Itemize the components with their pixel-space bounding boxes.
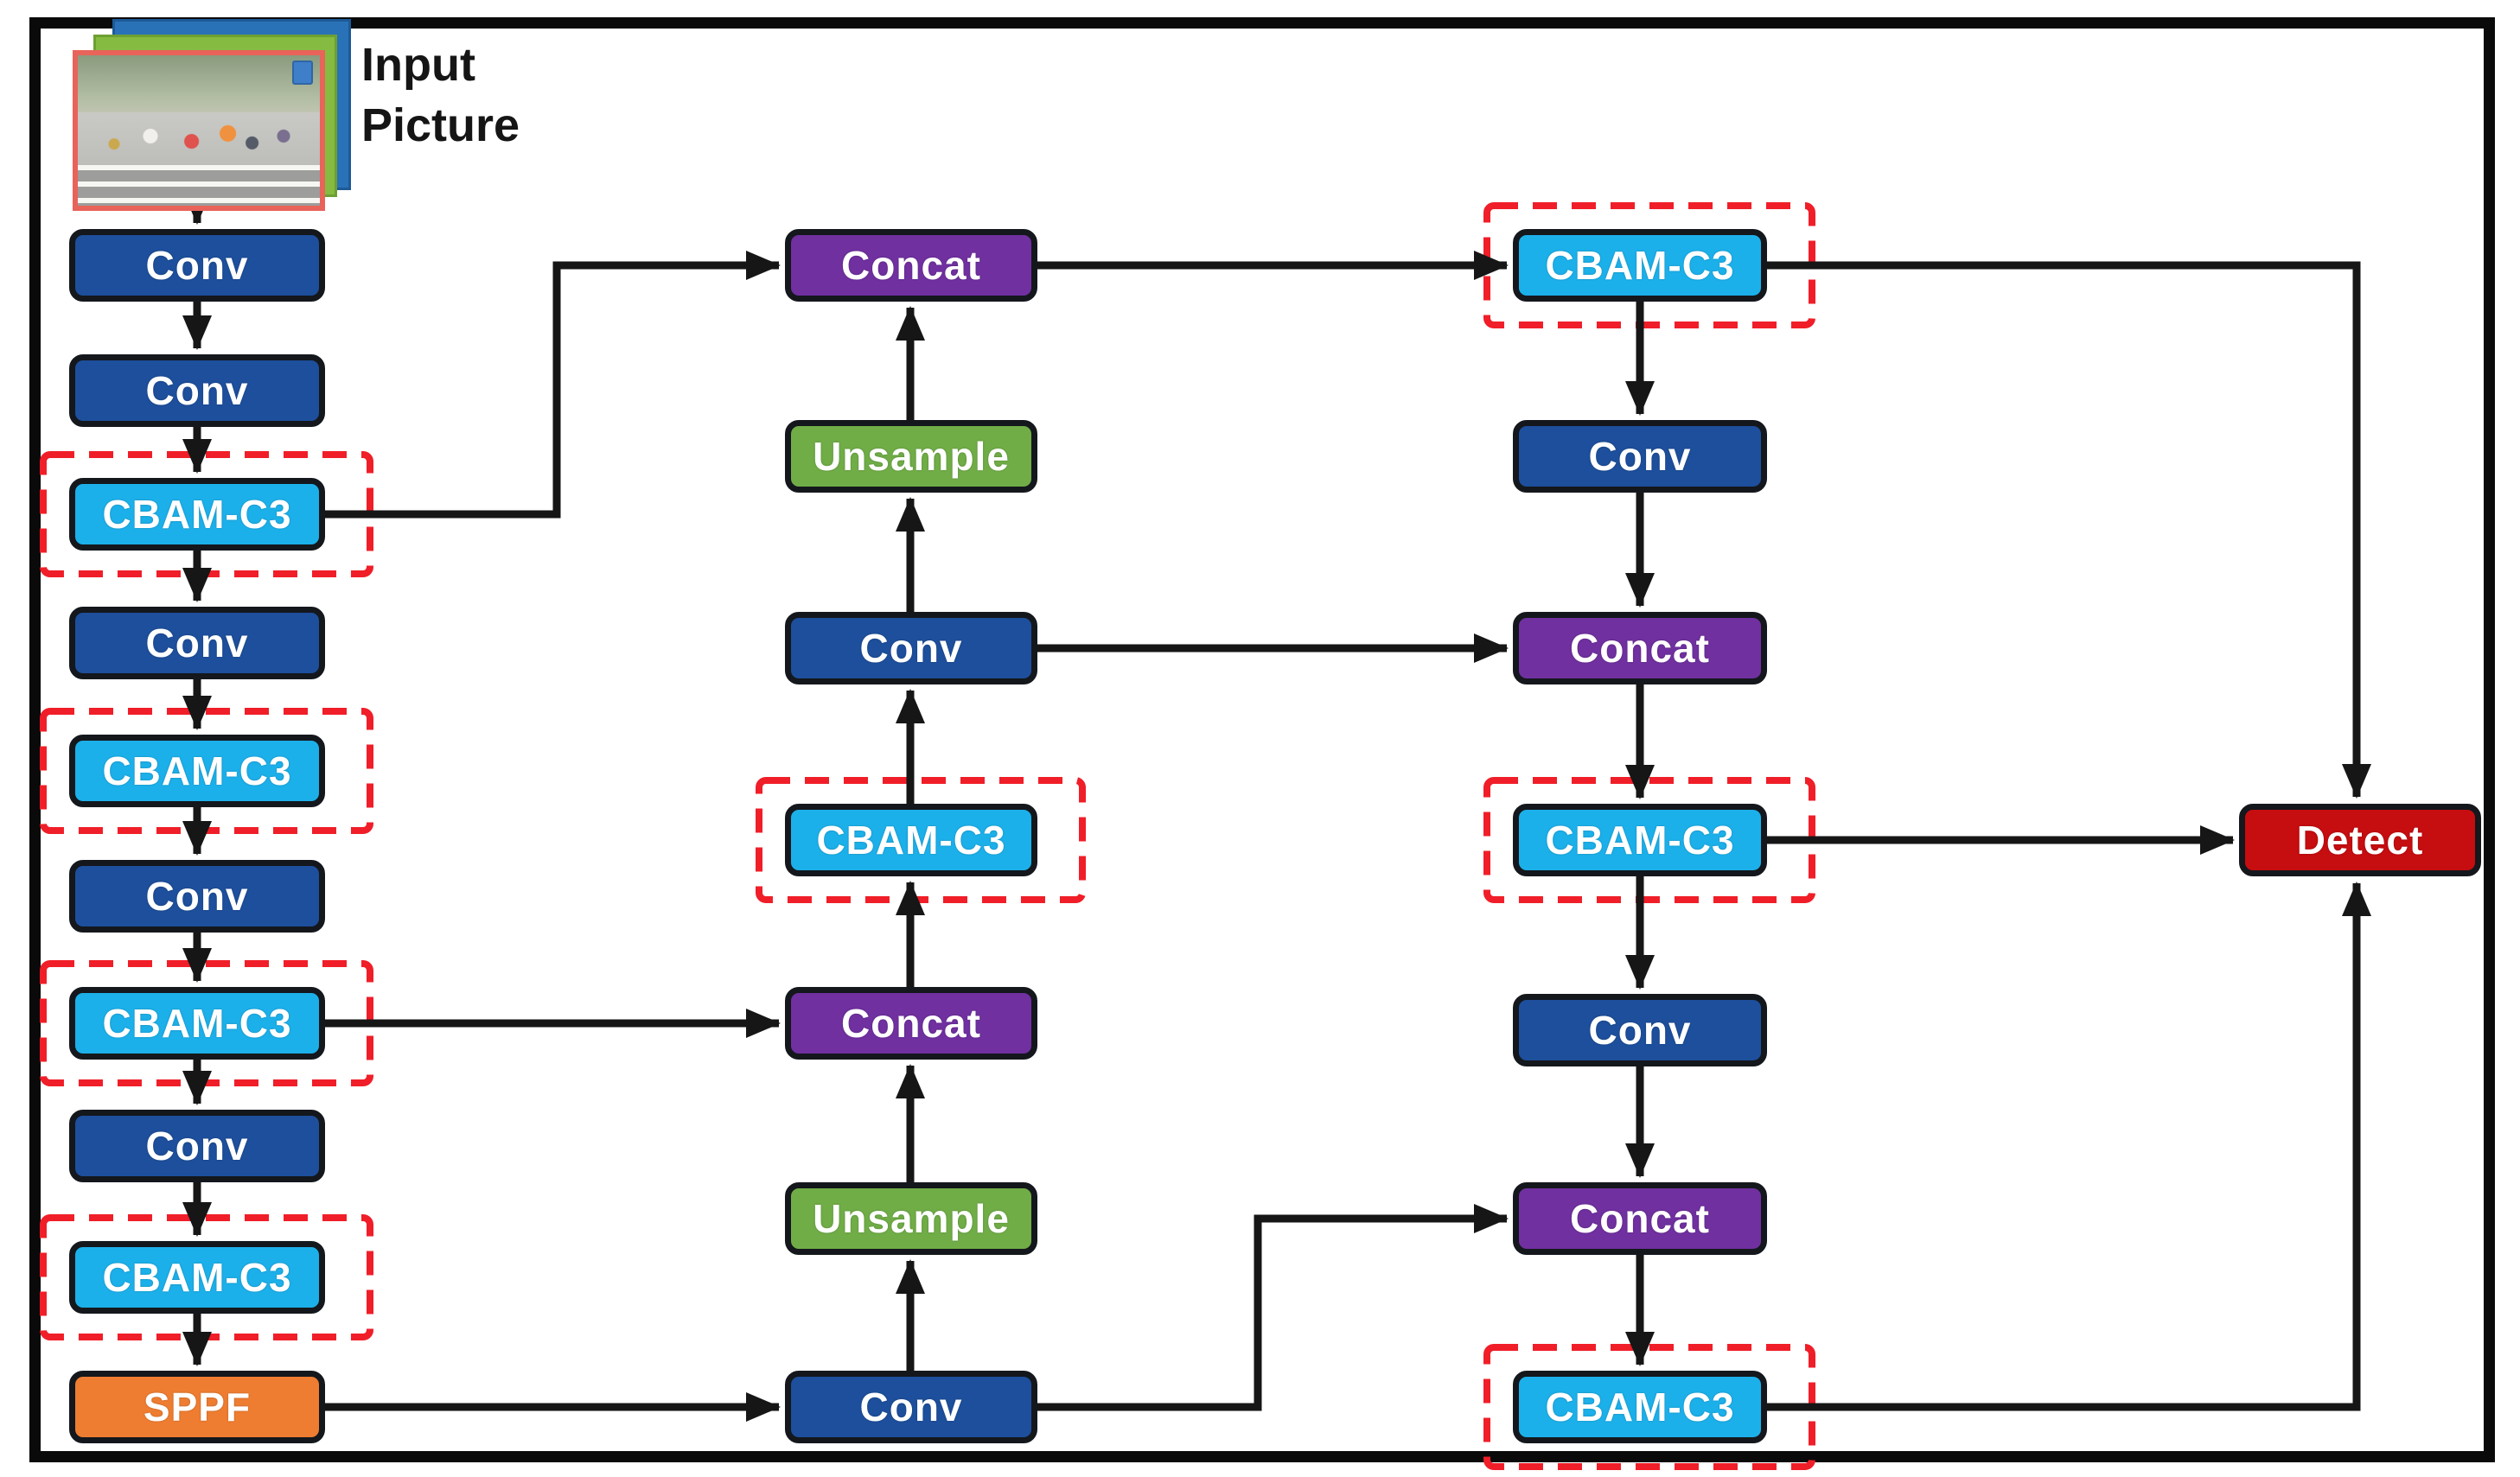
node-head-cbam-1: CBAM-C3 — [1513, 229, 1767, 302]
edge-headcbam3-to-detect — [1767, 882, 2371, 1411]
node-backbone-cbam-1: CBAM-C3 — [69, 478, 325, 551]
node-backbone-conv-5: Conv — [69, 1110, 325, 1182]
photo-road-layer — [78, 165, 320, 206]
node-backbone-conv-1: Conv — [69, 229, 325, 302]
cbam-highlight-head-cbam-1 — [1483, 202, 1815, 328]
node-backbone-cbam-4: CBAM-C3 — [69, 1241, 325, 1314]
node-head-cbam-2: CBAM-C3 — [1513, 804, 1767, 876]
node-backbone-conv-4: Conv — [69, 860, 325, 933]
node-head-conv-2: Conv — [1513, 994, 1767, 1066]
photo-sign-icon — [292, 60, 313, 85]
node-neck-concat-1: Concat — [785, 229, 1037, 302]
node-neck-conv-2: Conv — [785, 1371, 1037, 1443]
edge-headcbam1-to-detect — [1767, 261, 2371, 799]
edge-bbcbam1-to-neckconcat1 — [325, 251, 781, 519]
node-detect: Detect — [2239, 804, 2481, 876]
node-neck-concat-2: Concat — [785, 987, 1037, 1060]
node-head-concat-1: Concat — [1513, 612, 1767, 684]
input-picture — [73, 17, 361, 214]
diagram-border — [29, 17, 2495, 1462]
node-head-conv-1: Conv — [1513, 420, 1767, 493]
photo-crowd-layer — [78, 112, 320, 165]
input-photo — [73, 50, 325, 211]
input-picture-label: Input Picture — [361, 35, 520, 156]
node-backbone-conv-3: Conv — [69, 607, 325, 679]
node-neck-cbam-1: CBAM-C3 — [785, 804, 1037, 876]
node-backbone-cbam-3: CBAM-C3 — [69, 987, 325, 1060]
input-label-line2: Picture — [361, 99, 520, 152]
node-neck-unsample-1: Unsample — [785, 420, 1037, 493]
node-head-concat-2: Concat — [1513, 1182, 1767, 1255]
input-label-line1: Input — [361, 39, 475, 91]
node-backbone-sppf: SPPF — [69, 1371, 325, 1443]
photo-trees-layer — [78, 55, 320, 116]
node-backbone-conv-2: Conv — [69, 354, 325, 427]
edge-neckconv2-to-headconcat2 — [1037, 1204, 1509, 1411]
node-head-cbam-3: CBAM-C3 — [1513, 1371, 1767, 1443]
node-neck-unsample-2: Unsample — [785, 1182, 1037, 1255]
node-backbone-cbam-2: CBAM-C3 — [69, 735, 325, 807]
node-neck-conv-1: Conv — [785, 612, 1037, 684]
